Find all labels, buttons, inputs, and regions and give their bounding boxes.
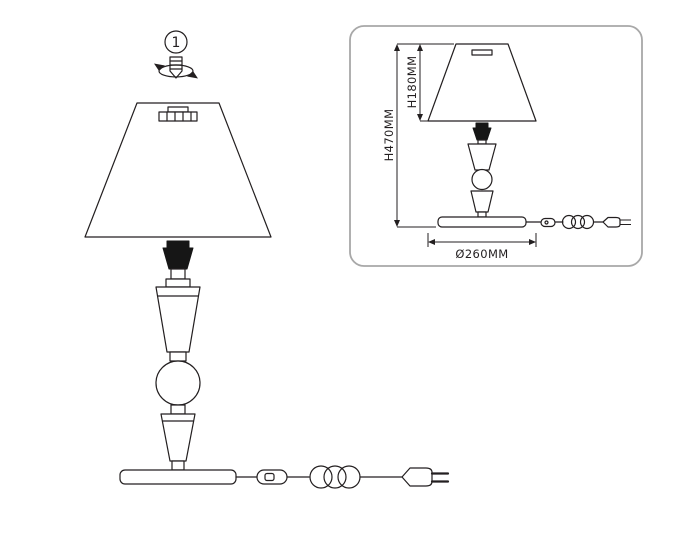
lamp-base <box>119 469 237 485</box>
inset-cord-coil-loop-3 <box>579 214 595 230</box>
socket-body <box>162 247 194 270</box>
main-power-cord <box>235 465 450 489</box>
stem-connector-top <box>169 351 187 362</box>
inset-cord-coil-loop-2 <box>570 214 586 230</box>
inset-power-plug <box>602 216 621 228</box>
stem-connector-bottom <box>170 404 186 415</box>
dim-total-height-label: H470MM <box>382 109 396 162</box>
socket-cap <box>166 240 190 249</box>
step-circle <box>164 30 188 54</box>
shade-finial <box>167 106 189 113</box>
inset-switch-button <box>544 220 549 225</box>
socket-collar <box>170 268 186 280</box>
main-lamp-view <box>84 102 272 485</box>
step-number: 1 <box>172 35 181 51</box>
shade-fitting-ribs <box>166 111 192 122</box>
dimension-arrow-up <box>394 44 400 51</box>
inset-cord-coil-loop-1 <box>561 214 577 230</box>
cord-coil-loop-3 <box>337 465 361 489</box>
screw-base-shape <box>169 56 183 79</box>
stem-collar <box>165 278 191 288</box>
rotation-arrow-right <box>187 71 198 79</box>
inset-border <box>349 25 643 267</box>
inset-socket-cap <box>475 122 489 129</box>
stem-lower-vase <box>160 413 196 462</box>
cord-coil-loop-1 <box>309 465 333 489</box>
dimension-shade-height: H180MM <box>405 44 430 122</box>
inset-stem-sphere <box>471 168 493 191</box>
switch-button <box>264 472 275 482</box>
step-marker: 1 <box>164 30 188 54</box>
shade-fitting <box>158 111 198 122</box>
rotation-ellipse <box>158 64 194 78</box>
dimension-arrow-down <box>417 114 423 121</box>
rotate-bulb-icon <box>154 56 198 79</box>
inset-lamp-base <box>437 216 527 228</box>
inset-socket-body <box>472 127 492 141</box>
dim-shade-height-label: H180MM <box>405 56 419 109</box>
lamp-shade <box>84 102 272 238</box>
rotation-arrow-left <box>154 63 165 71</box>
stem-upper-vase <box>155 286 201 353</box>
dimension-inset: H470MM H180MM Ø260MM <box>349 25 643 267</box>
power-plug <box>401 467 433 487</box>
dimension-diameter: Ø260MM <box>427 233 537 261</box>
inset-lamp <box>427 43 537 228</box>
inset-shade-fitting <box>471 49 493 56</box>
dimension-total-height: H470MM <box>382 43 454 228</box>
dim-diameter-label: Ø260MM <box>455 247 508 261</box>
dimension-arrow-right <box>529 239 536 245</box>
inset-stem-upper <box>467 143 497 171</box>
inset-power-cord <box>525 214 631 230</box>
inset-stem-lower <box>470 190 494 213</box>
inset-stem-neck <box>477 211 487 218</box>
inline-switch <box>256 469 288 485</box>
dimension-arrow-down <box>394 220 400 227</box>
stem-neck <box>171 460 185 471</box>
cord-coil-loop-2 <box>323 465 347 489</box>
dimension-arrow-up <box>417 44 423 51</box>
stem-sphere <box>155 360 201 406</box>
inset-lamp-shade <box>427 43 537 122</box>
dimension-arrow-left <box>428 239 435 245</box>
